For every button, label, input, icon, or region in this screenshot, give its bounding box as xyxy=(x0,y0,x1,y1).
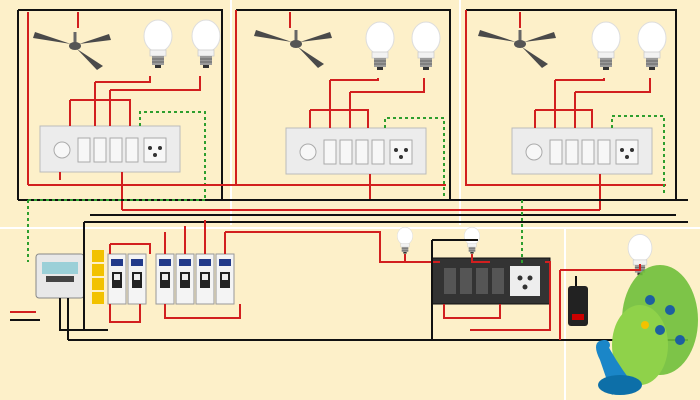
bulb-icon xyxy=(411,21,441,71)
mcb-breaker xyxy=(195,253,215,305)
ceiling-fan-icon xyxy=(478,30,556,68)
switch-board xyxy=(511,127,653,175)
mcb-breaker xyxy=(107,253,127,305)
ceiling-fan-icon xyxy=(33,32,111,70)
bulb-icon xyxy=(397,226,413,254)
fuse-unit xyxy=(92,250,104,304)
outdoor-circuit xyxy=(559,233,653,340)
bulb-icon xyxy=(365,21,395,71)
main-feed xyxy=(18,184,688,262)
room-1 xyxy=(17,9,223,210)
switch-board xyxy=(39,125,181,173)
mcb-breaker xyxy=(155,253,175,305)
mcb-breaker xyxy=(127,253,147,305)
mcb-breaker xyxy=(215,253,235,305)
room-3 xyxy=(465,9,677,210)
room-2 xyxy=(235,9,451,200)
bulb-icon xyxy=(143,19,173,69)
energy-meter-icon xyxy=(35,253,85,299)
kitchen-board xyxy=(397,200,551,340)
mcb-breaker xyxy=(175,253,195,305)
power-socket xyxy=(510,266,540,296)
peacock-icon xyxy=(596,265,698,395)
bulb-icon xyxy=(637,21,667,71)
bulb-icon xyxy=(191,19,221,69)
ceiling-fan-icon xyxy=(254,30,332,68)
switch-board xyxy=(285,127,427,175)
bulb-icon xyxy=(591,21,621,71)
